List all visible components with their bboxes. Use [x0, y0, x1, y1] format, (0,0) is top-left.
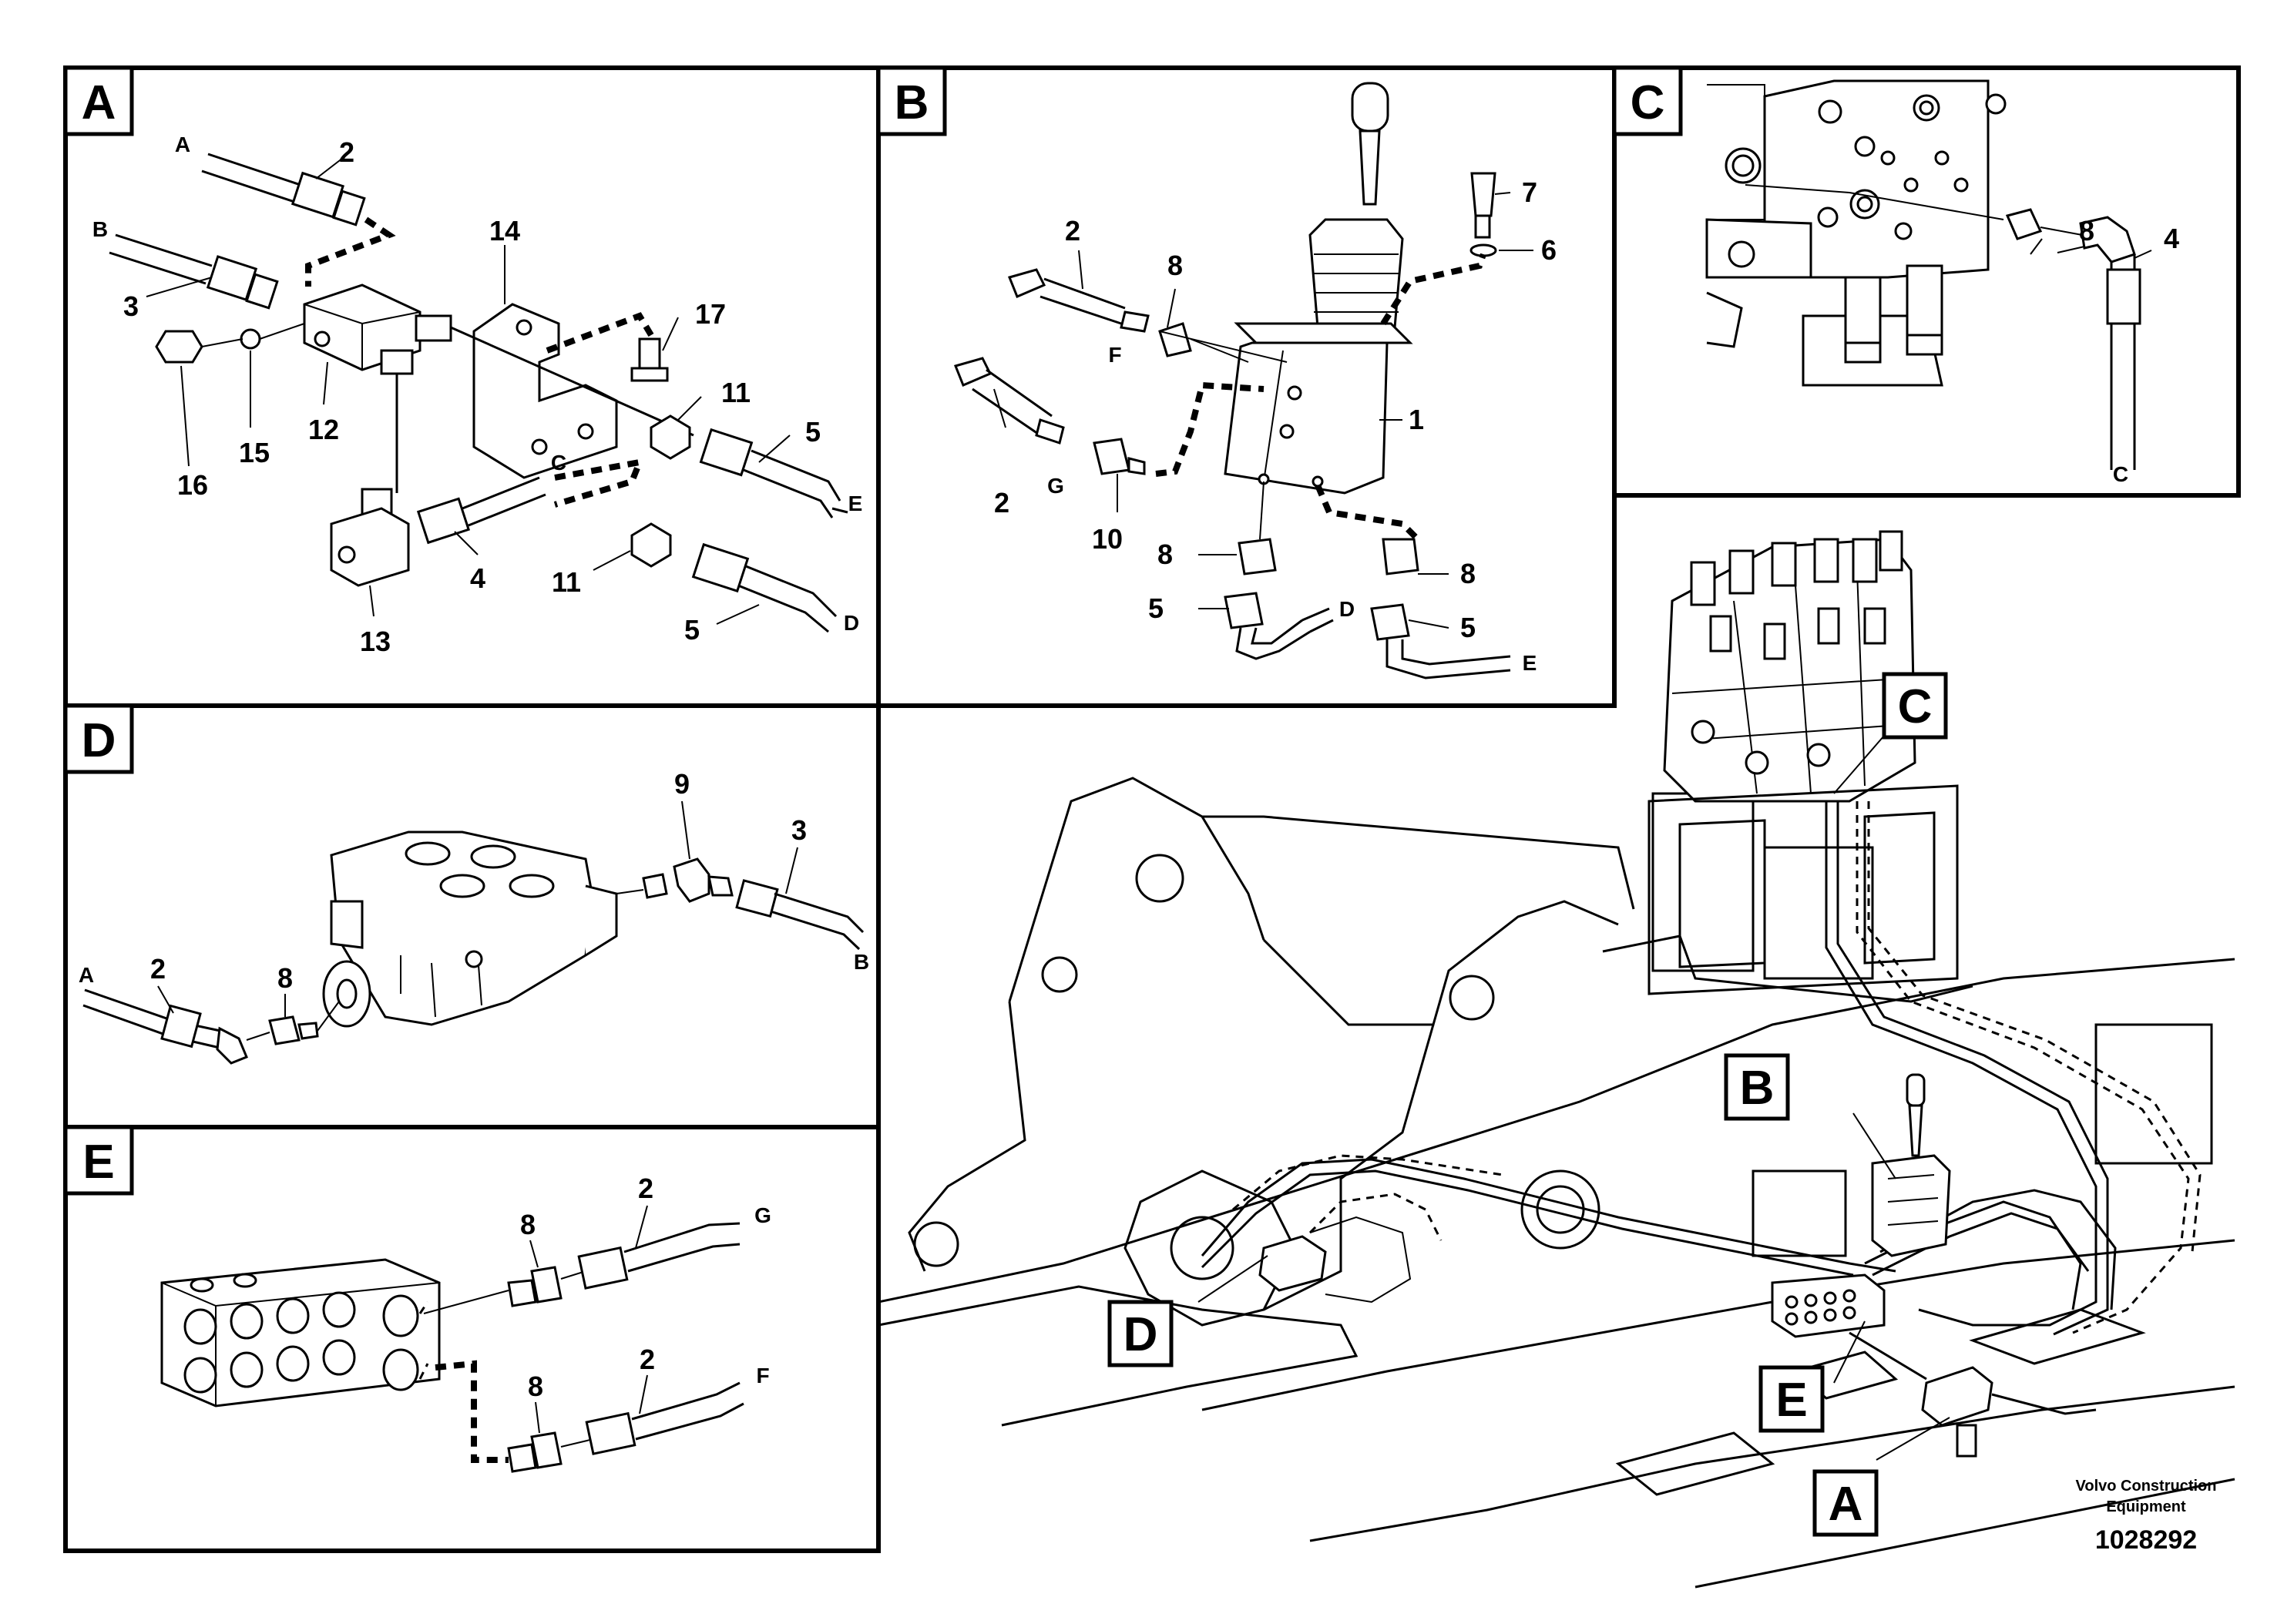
overview-callout-b: B [1724, 1053, 1790, 1121]
b-num-1: 1 [1409, 404, 1424, 435]
e-num-8-upper: 8 [520, 1209, 536, 1240]
overview-callout-c: C [1882, 672, 1948, 740]
panel-b-labels: 7 6 2 8 1 2 10 8 5 8 5 F G D E [994, 176, 1557, 675]
a-num-5-upper: 5 [805, 416, 821, 448]
e-num-2-lower: 2 [640, 1344, 655, 1375]
b-let-F: F [1108, 343, 1121, 367]
a-num-13: 13 [360, 626, 391, 657]
a-let-C: C [551, 451, 566, 475]
d-num-3: 3 [791, 814, 807, 846]
overview-callout-e-label: E [1775, 1374, 1807, 1427]
d-num-8: 8 [277, 962, 293, 994]
b-let-G: G [1047, 474, 1064, 498]
overview-callout-d: D [1107, 1300, 1174, 1367]
panel-e-tag: E [63, 1125, 134, 1196]
d-let-A: A [79, 963, 94, 987]
panel-c-tag: C [1612, 65, 1683, 136]
panel-e-labels: 2 8 2 8 G F [520, 1173, 771, 1402]
a-num-11-lower: 11 [552, 566, 581, 598]
b-let-E: E [1523, 651, 1537, 675]
panel-e-drawing [160, 1205, 744, 1473]
a-num-16: 16 [177, 469, 208, 501]
panel-e-title: E [82, 1136, 114, 1189]
b-num-2-upper: 2 [1065, 215, 1080, 247]
a-num-5-lower: 5 [684, 614, 700, 646]
overview-callout-a: A [1812, 1469, 1879, 1537]
b-let-D: D [1339, 597, 1355, 621]
d-num-2: 2 [150, 953, 166, 985]
a-num-17: 17 [695, 298, 726, 330]
panel-a-tag: A [63, 65, 134, 136]
a-num-11-upper: 11 [721, 377, 751, 408]
b-num-7: 7 [1522, 176, 1537, 208]
credit-line-1: Volvo Construction [2076, 1478, 2217, 1495]
panel-b-drawing [953, 82, 1533, 679]
panel-e-frame [63, 1125, 881, 1553]
panel-a-frame [63, 65, 881, 708]
panel-a-title: A [82, 76, 116, 129]
b-num-6: 6 [1541, 234, 1557, 266]
b-num-8-upper: 8 [1167, 250, 1183, 281]
overview-callout-a-label: A [1829, 1478, 1863, 1531]
a-let-A: A [175, 133, 190, 156]
panel-d-drawing [82, 800, 865, 1065]
credit-block: Volvo Construction Equipment 1028292 [2076, 1478, 2217, 1555]
overview-callout-b-label: B [1740, 1062, 1775, 1115]
e-num-8-lower: 8 [528, 1371, 543, 1402]
d-let-B: B [854, 950, 869, 974]
a-num-3: 3 [123, 290, 139, 322]
a-let-B: B [92, 217, 108, 241]
a-num-4: 4 [470, 562, 485, 594]
overview-leaders [1197, 735, 1950, 1461]
panel-b-tag: B [876, 65, 947, 136]
panel-a-labels: 2 3 14 17 12 15 16 11 5 4 11 5 13 A B C … [92, 133, 862, 657]
manifold-ports [183, 1291, 419, 1394]
b-num-8-right: 8 [1460, 558, 1476, 589]
a-let-E: E [848, 492, 863, 515]
b-num-10: 10 [1092, 523, 1123, 555]
panel-d-labels: 9 3 2 8 A B [79, 768, 869, 994]
e-let-F: F [756, 1364, 769, 1387]
panel-b-title: B [895, 76, 929, 129]
overview-callout-c-label: C [1898, 680, 1933, 733]
overview-drawing [878, 530, 2235, 1589]
panel-c-frame [1612, 65, 2241, 498]
overview-callout-d-label: D [1123, 1308, 1158, 1361]
d-num-9: 9 [674, 768, 690, 800]
panel-c-drawing [1705, 79, 2152, 470]
drawing-number: 1028292 [2095, 1525, 2197, 1555]
e-let-G: G [754, 1203, 771, 1227]
b-num-5-left: 5 [1148, 592, 1164, 624]
e-num-2-upper: 2 [638, 1173, 653, 1204]
b-num-8-left: 8 [1157, 539, 1173, 570]
panel-c-title: C [1631, 76, 1665, 129]
panel-a-drawing [109, 153, 848, 633]
a-num-15: 15 [239, 437, 270, 468]
c-num-8: 8 [2079, 215, 2094, 247]
a-num-14: 14 [489, 215, 520, 247]
b-num-5-right: 5 [1460, 612, 1476, 643]
panel-d-title: D [82, 714, 116, 767]
a-num-2: 2 [339, 136, 354, 168]
c-let-C: C [2113, 462, 2128, 486]
b-num-2-lower: 2 [994, 487, 1009, 518]
panel-d-tag: D [63, 703, 134, 774]
credit-line-2: Equipment [2106, 1498, 2186, 1515]
a-let-D: D [844, 611, 859, 635]
a-num-12: 12 [308, 414, 339, 445]
c-num-4: 4 [2164, 223, 2179, 254]
overview-callout-e: E [1758, 1365, 1825, 1433]
panel-c-labels: 8 4 C [2079, 215, 2179, 486]
